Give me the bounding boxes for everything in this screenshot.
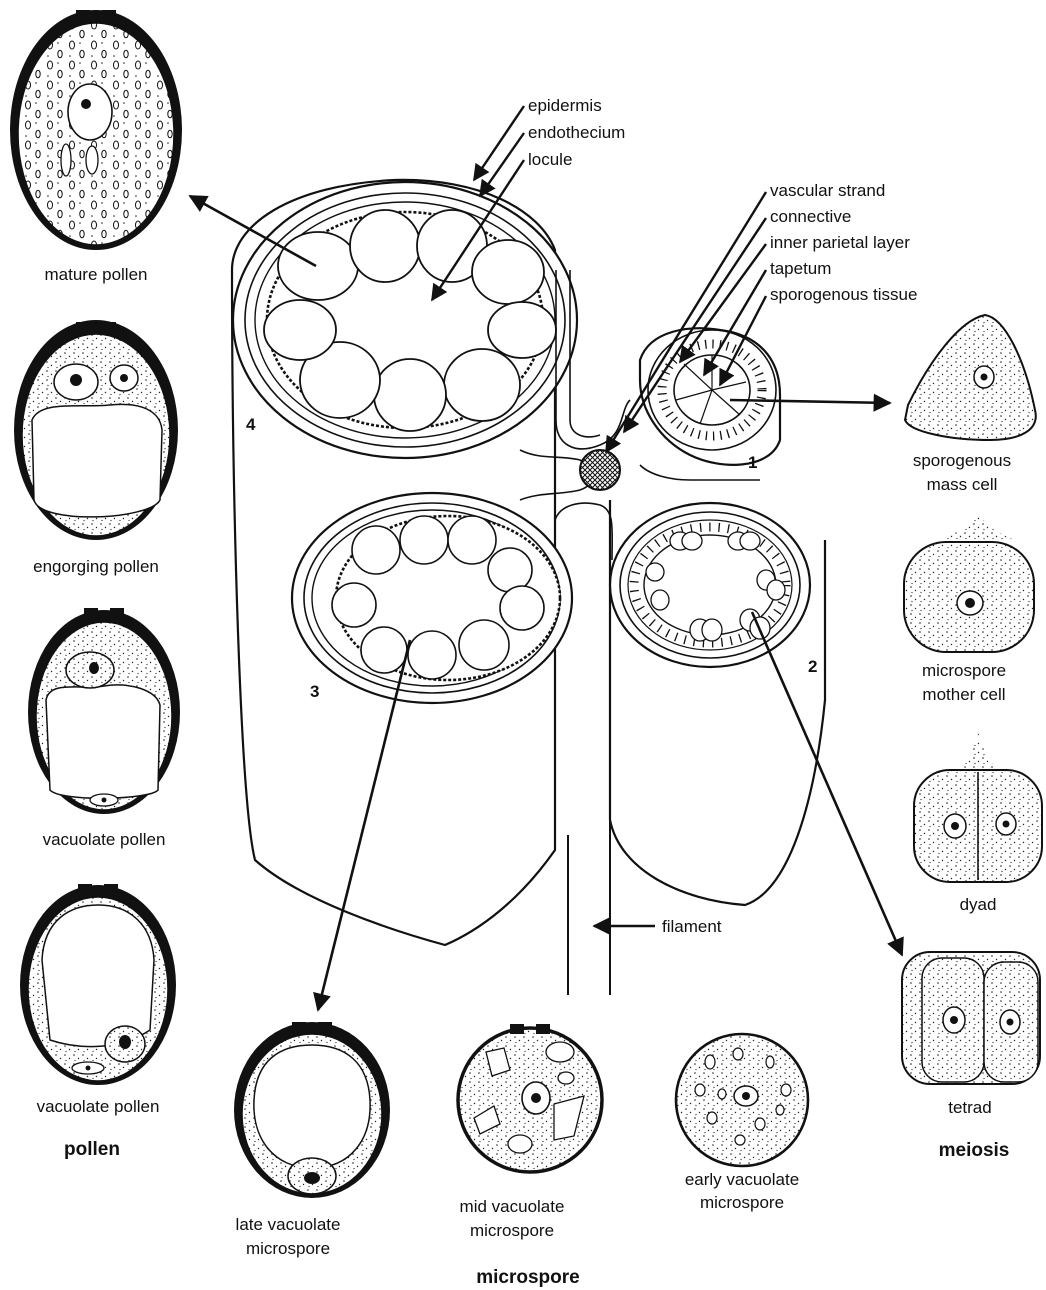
early-vacuolate-microspore-cell (676, 1034, 808, 1166)
late-vacuolate-microspore-cell (234, 1022, 390, 1198)
tetrad-label: tetrad (948, 1098, 991, 1117)
locule-number-1: 1 (748, 453, 757, 472)
vacuolate-pollen-cell-1 (28, 608, 180, 814)
label-connective: connective (770, 207, 851, 226)
sporogenous-mass-cell-label-2: mass cell (927, 475, 998, 494)
label-sporogenous-tissue: sporogenous tissue (770, 285, 917, 304)
label-vascular-strand: vascular strand (770, 181, 885, 200)
label-epidermis: epidermis (528, 96, 602, 115)
label-locule: locule (528, 150, 572, 169)
vascular-strand (580, 450, 620, 490)
mid-vacuolate-microspore-label: mid vacuolate (460, 1197, 565, 1216)
filament (568, 820, 610, 995)
sporogenous-mass-cell (905, 315, 1036, 440)
locule-4 (233, 182, 577, 458)
mature-pollen-label: mature pollen (44, 265, 147, 284)
meiosis-column: sporogenous mass cell microspore mother … (902, 315, 1042, 1161)
vacuolate-pollen-cell-2 (20, 884, 176, 1085)
anther-cross-section: 4 1 2 3 (232, 180, 825, 995)
mature-pollen-cell (10, 10, 182, 250)
late-vacuolate-microspore-label: late vacuolate (236, 1215, 341, 1234)
mid-vacuolate-microspore-label-2: microspore (470, 1221, 554, 1240)
locule-number-4: 4 (246, 415, 256, 434)
label-inner-parietal-layer: inner parietal layer (770, 233, 910, 252)
pollen-group-label: pollen (64, 1139, 120, 1160)
microspore-mother-cell-label-2: mother cell (922, 685, 1005, 704)
locule-number-3: 3 (310, 682, 319, 701)
microspore-row: late vacuolate microspore mid vacuolate … (234, 1022, 808, 1288)
engorging-pollen-label: engorging pollen (33, 557, 159, 576)
microspore-group-label: microspore (476, 1267, 579, 1288)
tetrad-cell (902, 952, 1040, 1084)
late-vacuolate-microspore-label-2: microspore (246, 1239, 330, 1258)
early-vacuolate-microspore-label: early vacuolate (685, 1170, 799, 1189)
microspore-mother-cell (904, 515, 1034, 652)
label-filament: filament (662, 917, 722, 936)
dyad-cell (914, 732, 1042, 882)
mid-vacuolate-microspore-cell (458, 1024, 602, 1172)
microspore-mother-cell-label: microspore (922, 661, 1006, 680)
pollen-column: mature pollen engorging pollen vac (10, 10, 182, 1160)
locule-2 (610, 503, 810, 667)
dyad-label: dyad (960, 895, 997, 914)
vacuolate-pollen-label-1: vacuolate pollen (43, 830, 166, 849)
sporogenous-mass-cell-label: sporogenous (913, 451, 1011, 470)
locule-1 (640, 328, 780, 465)
locule-3 (292, 493, 572, 703)
label-tapetum: tapetum (770, 259, 831, 278)
meiosis-group-label: meiosis (939, 1140, 1010, 1161)
filament-label-group: filament (594, 917, 722, 936)
locule-number-2: 2 (808, 657, 817, 676)
label-endothecium: endothecium (528, 123, 625, 142)
vacuolate-pollen-label-2: vacuolate pollen (37, 1097, 160, 1116)
engorging-pollen-cell (14, 320, 178, 540)
early-vacuolate-microspore-label-2: microspore (700, 1193, 784, 1212)
